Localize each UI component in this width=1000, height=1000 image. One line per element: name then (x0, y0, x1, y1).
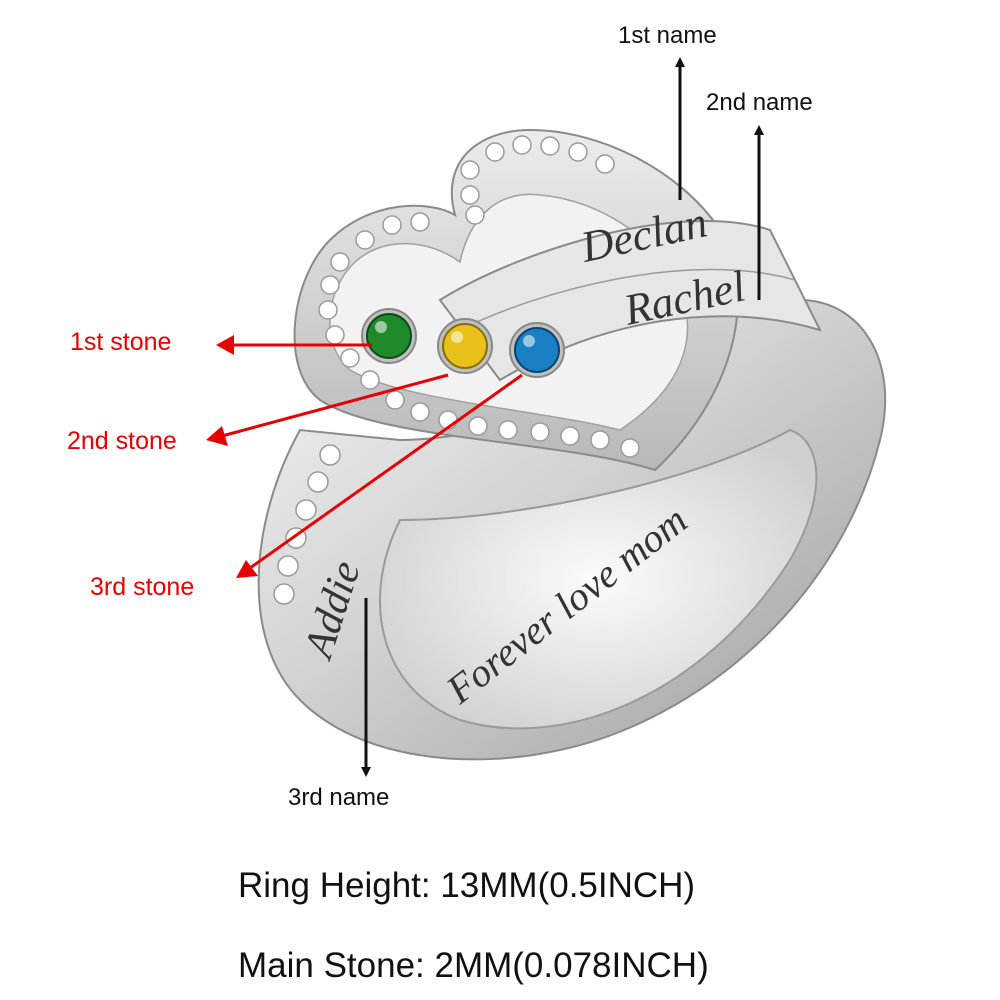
red-arrows (206, 335, 523, 578)
label-second-stone: 2nd stone (67, 427, 177, 455)
stone-2 (437, 318, 493, 374)
label-third-stone: 3rd stone (90, 573, 195, 601)
spec-main-stone: Main Stone: 2MM(0.078INCH) (238, 946, 709, 985)
ring-inner-band (379, 428, 818, 730)
spec-ring-height: Ring Height: 13MM(0.5INCH) (238, 866, 696, 905)
label-third-name: 3rd name (288, 784, 390, 811)
label-second-name: 2nd name (706, 89, 813, 116)
stone-1 (361, 308, 417, 364)
label-first-name: 1st name (618, 22, 717, 49)
label-first-stone: 1st stone (70, 328, 172, 356)
stone-3 (509, 322, 565, 378)
pave-stones (273, 135, 640, 605)
